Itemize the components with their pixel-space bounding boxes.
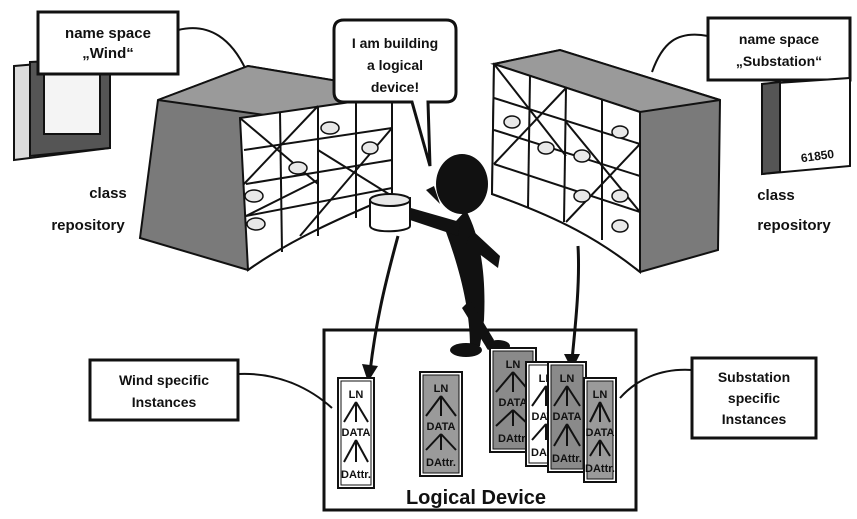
card-data-label: DATA [586, 427, 615, 439]
namespace-wind-line2: „Wind“ [82, 45, 134, 62]
namespace-substation-box: name space „Substation“ [706, 16, 852, 82]
card-data-label: DATA [499, 397, 528, 409]
wind-instances-pointer [237, 372, 333, 409]
card-data-label: DATA [553, 411, 582, 423]
card-dattr-label: DAttr. [552, 453, 582, 465]
wind-card-1: LN DATA DAttr. [337, 377, 375, 489]
substation-instances-line1: Substation [718, 369, 790, 385]
substation-card-2: LN DATA DAttr. [583, 377, 617, 483]
right-class-repository-cabinet [490, 48, 722, 275]
substation-instances-line3: Instances [722, 411, 787, 427]
class-repository-right-line1: class [757, 187, 795, 204]
held-class-cylinder [369, 193, 411, 233]
substation-instances-pointer [619, 368, 693, 399]
card-dattr-label: DAttr. [498, 433, 528, 445]
class-repository-left-line1: class [89, 185, 127, 202]
class-repository-right-line2: repository [757, 217, 831, 234]
card-ln-label: LN [434, 383, 449, 395]
wind-instances-line1: Wind specific [119, 372, 209, 388]
wind-namespace-pointer [177, 27, 247, 71]
instance-cards: LN DATA DAttr. LN DATA DAttr. LN DATA DAttr. LN DA… [337, 347, 617, 489]
substation-card-1: LN DATA DAttr. [547, 361, 587, 473]
class-repository-left-line2: repository [51, 217, 125, 234]
namespace-wind-line1: name space [65, 25, 151, 42]
wind-binder [13, 56, 111, 162]
wind-instances-box: Wind specific Instances [88, 358, 240, 422]
wind-instances-line2: Instances [132, 394, 197, 410]
namespace-wind-box: name space „Wind“ [36, 10, 180, 76]
left-class-repository-cabinet [138, 64, 393, 272]
card-ln-label: LN [506, 359, 521, 371]
speech-bubble-line2: a logical [367, 57, 423, 73]
person-figure [404, 154, 510, 357]
card-dattr-label: DAttr. [585, 463, 615, 475]
speech-bubble-line1: I am building [352, 35, 438, 51]
wind-card-2: LN DATA DAttr. [419, 371, 463, 477]
standard-number: 61850 [800, 147, 835, 166]
substation-instances-line2: specific [728, 390, 780, 406]
speech-bubble-line3: device! [371, 79, 419, 95]
namespace-substation-line2: „Substation“ [736, 53, 822, 69]
substation-instances-box: Substation specific Instances [690, 356, 818, 440]
speech-bubble: I am building a logical device! [332, 18, 458, 167]
card-data-label: DATA [342, 427, 371, 439]
substation-namespace-pointer [651, 33, 709, 73]
substation-binder: 61850 [761, 76, 851, 176]
card-ln-label: LN [349, 389, 364, 401]
card-ln-label: LN [593, 389, 608, 401]
logical-device-title: Logical Device [406, 487, 546, 509]
namespace-substation-line1: name space [739, 31, 819, 47]
card-dattr-label: DAttr. [341, 469, 371, 481]
card-ln-label: LN [560, 373, 575, 385]
card-dattr-label: DAttr. [426, 457, 456, 469]
card-data-label: DATA [427, 421, 456, 433]
